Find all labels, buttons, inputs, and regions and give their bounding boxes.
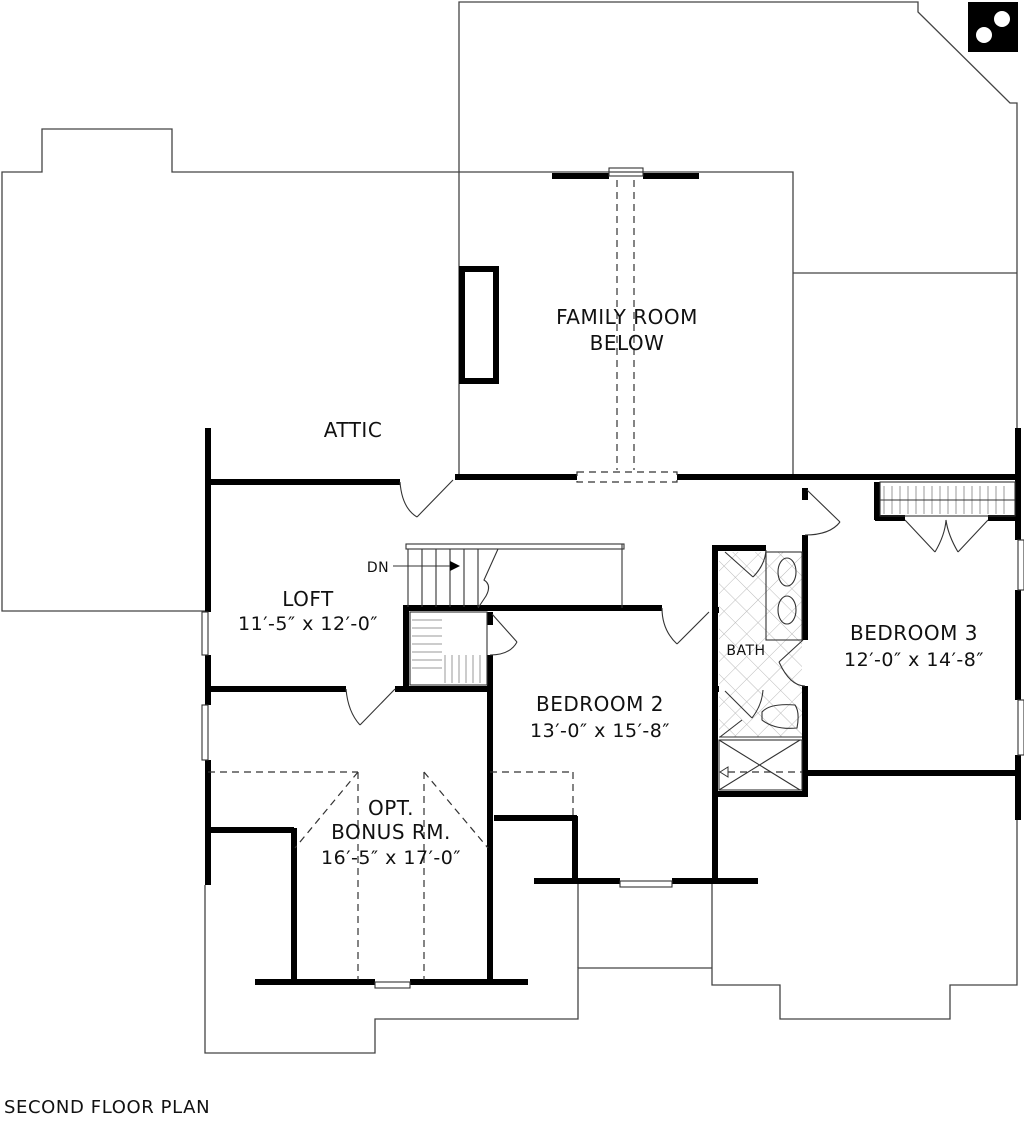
bonus-room-label: BONUS RM. xyxy=(331,820,451,844)
bath-fixtures xyxy=(718,551,803,791)
walls xyxy=(205,428,1021,985)
bonus-dormer-lines xyxy=(208,771,574,980)
bonus-opt-label: OPT. xyxy=(368,796,414,820)
bonus-room-dimensions: 16′-5″ x 17′-0″ xyxy=(321,847,461,869)
attic-label: ATTIC xyxy=(324,418,383,442)
loft-dimensions: 11′-5″ x 12′-0″ xyxy=(238,613,378,635)
two-dots-logo-icon xyxy=(968,2,1018,52)
plan-title: SECOND FLOOR PLAN xyxy=(4,1097,211,1118)
family-room-below-label: BELOW xyxy=(590,331,665,355)
bedroom3-dimensions: 12′-0″ x 14′-8″ xyxy=(844,649,984,671)
roof-outline xyxy=(1,1,1018,1054)
closet-hanging xyxy=(409,481,1016,686)
loft-label: LOFT xyxy=(282,587,334,611)
doors xyxy=(345,479,989,738)
arrow-right-icon xyxy=(393,561,460,571)
family-room-label: FAMILY ROOM xyxy=(556,305,698,329)
bath-label: BATH xyxy=(726,643,765,659)
family-room-area xyxy=(459,167,699,470)
windows xyxy=(201,539,1024,989)
bedroom3-label: BEDROOM 3 xyxy=(850,621,978,645)
staircase xyxy=(405,543,625,609)
stairs-down-label: DN xyxy=(367,560,389,576)
bedroom2-dimensions: 13′-0″ x 15′-8″ xyxy=(530,720,670,742)
bedroom2-label: BEDROOM 2 xyxy=(536,692,664,716)
